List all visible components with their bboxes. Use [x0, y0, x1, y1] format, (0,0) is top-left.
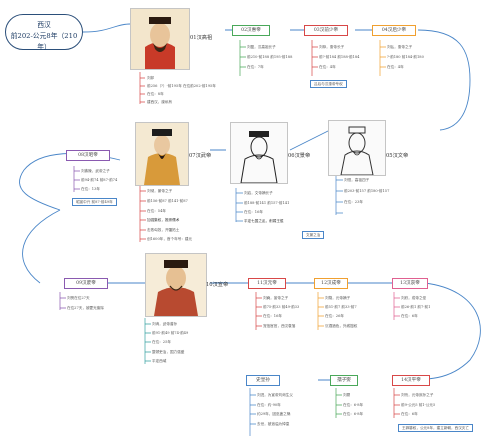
detail-14-2: 在位：6年 — [401, 412, 418, 416]
detail-05-2: 在位：23年 — [344, 200, 363, 204]
detail-03-2: 在位：4年 — [319, 65, 336, 69]
emperor-box-11: 11汉元帝 — [248, 278, 286, 289]
emperor-box-12: 12汉成帝 — [314, 278, 348, 289]
detail-01-0: 刘邦 — [147, 76, 155, 80]
emperor-box-08: 08汉昭帝 — [66, 150, 110, 161]
detail-07-0: 刘彻，景帝之子 — [147, 189, 173, 193]
emperor-box-14: 14汉平帝 — [392, 375, 430, 386]
dynasty-name: 西汉 — [37, 21, 51, 29]
caption-zhaoxuan: 昭宣中兴 前87-前49年 — [72, 198, 117, 206]
detail-01-2: 在位：8年 — [147, 92, 164, 96]
detail-07-1: 前156-前87 前141-前87 — [147, 199, 188, 203]
detail-07-3: 加强集权，推崇儒术 — [147, 218, 180, 222]
detail-08-1: 前94-前74 前87-前74 — [81, 178, 118, 182]
detail-16-1: 在位：约-90年 — [257, 403, 281, 407]
emperor-box-09: 09汉废帝 — [64, 278, 108, 289]
detail-03-1: 前?-前184 前188-前184 — [319, 55, 360, 59]
detail-06-1: 前188-前141 前157-前141 — [244, 201, 290, 205]
detail-02-2: 在位：7年 — [247, 65, 264, 69]
detail-15-0: 刘婴 — [343, 393, 351, 397]
detail-10-3: 整顿吏治，国力强盛 — [152, 350, 185, 354]
detail-08-2: 在位：13年 — [81, 187, 100, 191]
detail-11-3: 宠信宦官，西汉衰落 — [263, 324, 296, 328]
detail-16-3: 去世，被追谥为悼皇 — [257, 422, 290, 426]
caption-wangmang: 王莽篡权，公元8年，建立新朝，西汉灭亡 — [398, 424, 473, 432]
detail-16-0: 刘进，为宣帝刘询生父 — [257, 393, 293, 397]
detail-10-0: 刘询，武帝曾孙 — [152, 322, 178, 326]
detail-14-0: 刘衎，元帝庶孙之子 — [401, 393, 434, 397]
detail-11-0: 刘奭，宣帝之子 — [263, 296, 289, 300]
detail-09-1: 在位27天，被霍光废除 — [67, 306, 104, 310]
detail-08-0: 刘弗陵，武帝之子 — [81, 169, 110, 173]
detail-12-3: 沉湎酒色，外戚擅权 — [325, 324, 358, 328]
caption-wenjing: 文景之治 — [302, 231, 325, 239]
emperor-label-06: 06汉景帝 — [288, 153, 311, 159]
detail-10-2: 在位：25年 — [152, 340, 171, 344]
detail-14-1: 前9-公元5 前1-公元5 — [401, 403, 436, 407]
emperor-label-05: 05汉文帝 — [386, 153, 409, 159]
emperor-box-02: 02汉惠帝 — [232, 25, 270, 36]
detail-02-1: 前210-前188 前195-前188 — [247, 55, 293, 59]
detail-04-1: ?-前180 前184-前180 — [387, 55, 424, 59]
detail-11-1: 前75-前33 前49-前33 — [263, 305, 300, 309]
detail-06-2: 在位：16年 — [244, 210, 263, 214]
emperor-label-10: 10汉宣帝 — [206, 282, 229, 288]
emperor-box-04: 04汉后少帝 — [372, 25, 416, 36]
detail-04-0: 刘弘，惠帝之子 — [387, 45, 413, 49]
detail-11-2: 在位：16年 — [263, 314, 282, 318]
detail-13-0: 刘欣，成帝之侄 — [401, 296, 427, 300]
dynasty-title: 西汉 前202-公元8年（210年） — [5, 14, 83, 51]
emperor-box-03: 03汉前少帝 — [304, 25, 348, 36]
emperor-box-13: 13汉哀帝 — [392, 278, 428, 289]
detail-07-4: 击败匈奴，开疆拓土 — [147, 228, 180, 232]
detail-01-3: 建西汉，废私有 — [147, 100, 173, 104]
portrait-jingdi — [230, 122, 288, 184]
detail-02-0: 刘盈，汉高祖长子 — [247, 45, 276, 49]
detail-10-1: 前91-前49 前74-前49 — [152, 331, 189, 335]
detail-13-1: 前26-前1 前7-前1 — [401, 305, 431, 309]
detail-06-3: 平定七国之乱，削弱王侯 — [244, 219, 284, 223]
detail-05-0: 刘恒，高祖四子 — [344, 178, 370, 182]
emperor-label-07: 07汉武帝 — [189, 153, 212, 159]
caption-regency: 吕后与汉惠帝专权 — [310, 80, 347, 88]
spine-line — [82, 23, 471, 131]
detail-10-4: 平定西域 — [152, 359, 167, 363]
portrait-xuandi — [145, 253, 207, 317]
detail-07-5: 创1600年，首个年号：建元 — [147, 237, 193, 241]
portrait-wendi — [328, 120, 386, 176]
emperor-box-16: 史皇孙 — [246, 375, 280, 386]
detail-04-2: 在位：4年 — [387, 65, 404, 69]
emperor-label-01: 01汉高祖 — [190, 35, 213, 41]
detail-07-2: 在位：54年 — [147, 209, 166, 213]
portrait-wudi — [135, 122, 189, 186]
detail-09-0: 刘贺在位27天 — [67, 296, 90, 300]
detail-03-0: 刘恭，惠帝长子 — [319, 45, 345, 49]
detail-06-0: 刘启，文帝嫡长子 — [244, 191, 273, 195]
detail-12-1: 前51-前7 前33-前7 — [325, 305, 357, 309]
detail-01-1: 前256（?）-前195年 在位前202-前195年 — [147, 84, 216, 88]
detail-15-2: 在位：6-8年 — [343, 412, 364, 416]
detail-12-2: 在位：26年 — [325, 314, 344, 318]
emperor-box-15: 孺子婴 — [330, 375, 358, 386]
detail-15-1: 在位：6-8年 — [343, 403, 364, 407]
detail-13-2: 在位：6年 — [401, 314, 418, 318]
detail-05-1: 前203-前157 前180-前157 — [344, 189, 390, 193]
detail-12-0: 刘骜，元帝嫡子 — [325, 296, 351, 300]
dynasty-dates: 前202-公元8年（210年） — [10, 32, 78, 51]
detail-16-2: 约29年，因巫蛊之祸 — [257, 412, 291, 416]
portrait-gaozu — [130, 8, 190, 70]
